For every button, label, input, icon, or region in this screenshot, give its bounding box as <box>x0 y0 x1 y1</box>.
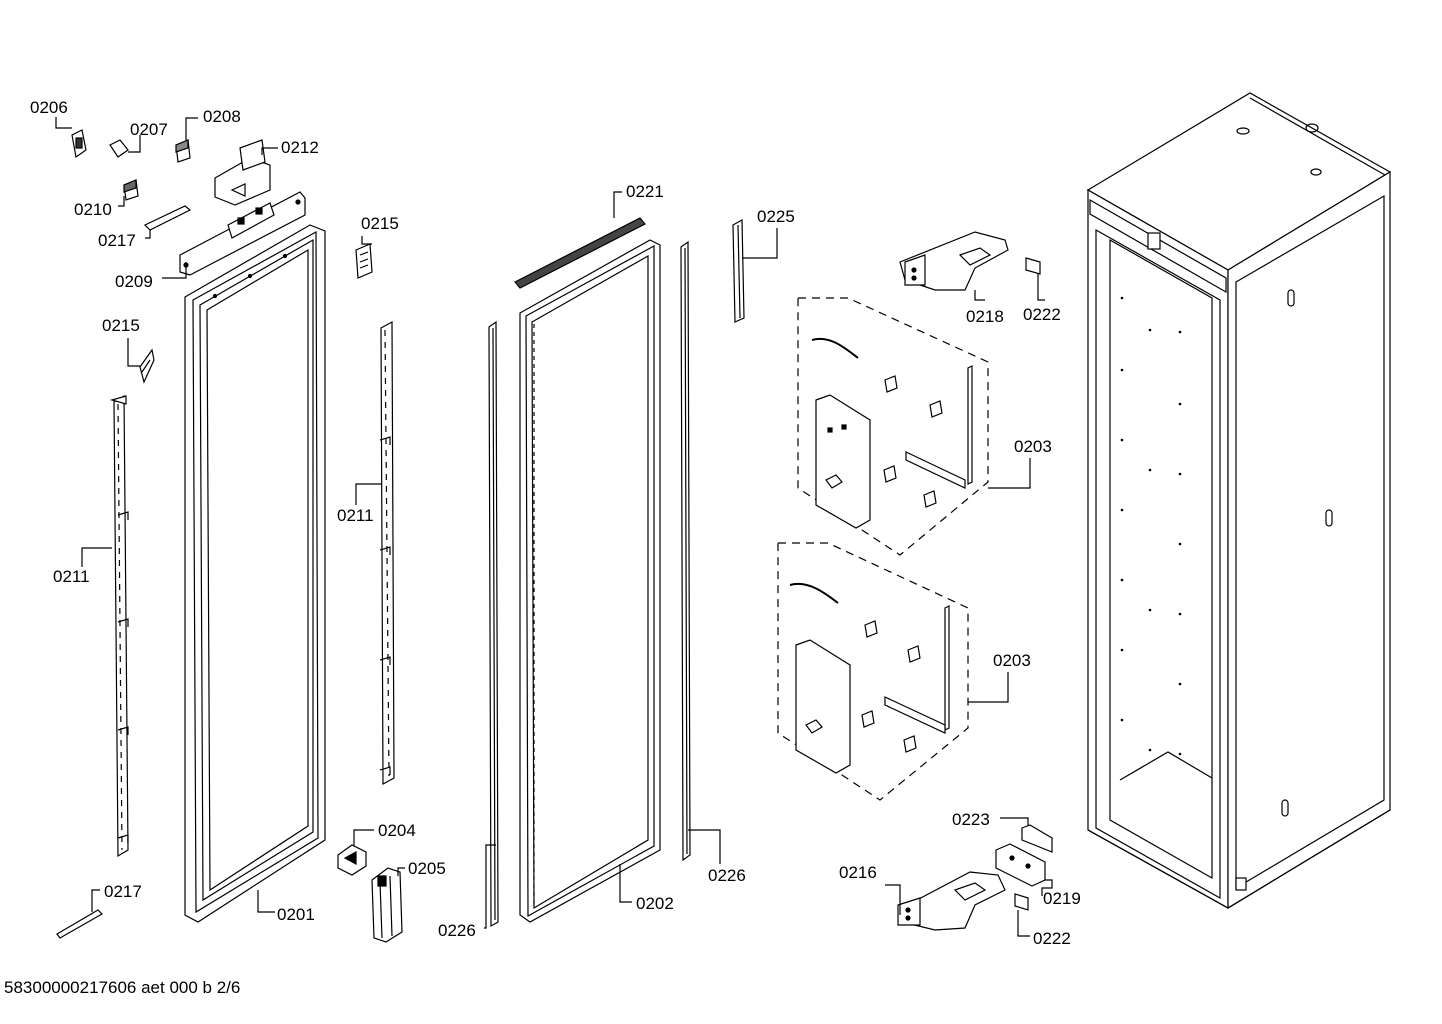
part-0226-gasket-left <box>484 320 499 929</box>
label-0203-bottom: 0203 <box>993 651 1031 670</box>
label-0222-bottom: 0222 <box>1033 929 1071 948</box>
part-0221-gasket-top <box>514 191 646 289</box>
label-0217-top: 0217 <box>98 231 136 250</box>
part-0219-bracket <box>995 843 1053 896</box>
label-0219: 0219 <box>1043 889 1081 908</box>
part-0206-handle-clip <box>55 117 87 159</box>
part-0207-cap <box>109 135 141 158</box>
label-0218: 0218 <box>966 307 1004 326</box>
label-0217-bottom: 0217 <box>104 882 142 901</box>
label-0215-b: 0215 <box>102 316 140 335</box>
label-0208: 0208 <box>203 107 241 126</box>
part-0208-cap <box>175 117 198 163</box>
label-0216: 0216 <box>839 863 877 882</box>
label-0204: 0204 <box>378 821 416 840</box>
part-0211-hinge-strip-right <box>355 320 395 786</box>
document-id-footer: 58300000217606 aet 000 b 2/6 <box>4 978 241 997</box>
part-0222-plate-top <box>1025 257 1045 301</box>
part-0211-hinge-strip-left <box>81 394 129 858</box>
label-0222-top: 0222 <box>1023 305 1061 324</box>
label-0221: 0221 <box>626 182 664 201</box>
part-0202-door-gasket <box>519 239 661 923</box>
label-0201: 0201 <box>277 905 315 924</box>
label-0211-right: 0211 <box>337 506 374 525</box>
label-0226-left: 0226 <box>438 921 476 940</box>
label-0209: 0209 <box>115 272 153 291</box>
part-0217-bracket-top <box>143 205 192 239</box>
label-0206: 0206 <box>30 98 68 117</box>
part-0204-clip <box>337 829 374 876</box>
label-0210: 0210 <box>74 200 112 219</box>
part-labels: 0206 0207 0208 0212 0210 0217 0209 0215 … <box>30 98 1081 948</box>
label-0215-a: 0215 <box>361 214 399 233</box>
part-0209-hinge-plate <box>162 191 306 279</box>
label-0226-right: 0226 <box>708 866 746 885</box>
cabinet-housing <box>1086 92 1392 910</box>
part-0215-clip-a <box>355 236 373 279</box>
part-0210-cap <box>118 179 139 207</box>
label-0212: 0212 <box>281 138 319 157</box>
part-0205-handle <box>371 867 405 943</box>
part-0215-clip-b <box>127 338 155 384</box>
part-0217-bracket-bottom <box>56 889 103 939</box>
part-0218-hinge-top <box>899 231 1009 301</box>
part-0212-cover <box>214 139 278 206</box>
part-0216-hinge-bottom <box>885 871 1006 931</box>
part-0226-gasket-right <box>680 240 721 864</box>
label-0205: 0205 <box>408 859 446 878</box>
label-0207: 0207 <box>130 120 168 139</box>
part-0225-seal-strip <box>732 218 778 323</box>
label-0203-top: 0203 <box>1014 437 1052 456</box>
label-0223: 0223 <box>952 810 990 829</box>
label-0202: 0202 <box>636 894 674 913</box>
part-0203-heater-assembly-top <box>797 297 1031 556</box>
part-0222-plate-bottom <box>1014 893 1030 937</box>
label-0211-left: 0211 <box>53 567 90 586</box>
part-0223-plate <box>1000 817 1053 853</box>
label-0225: 0225 <box>757 207 795 226</box>
part-0203-heater-assembly-bottom <box>777 542 1009 801</box>
part-0201-door-panel <box>184 224 326 923</box>
